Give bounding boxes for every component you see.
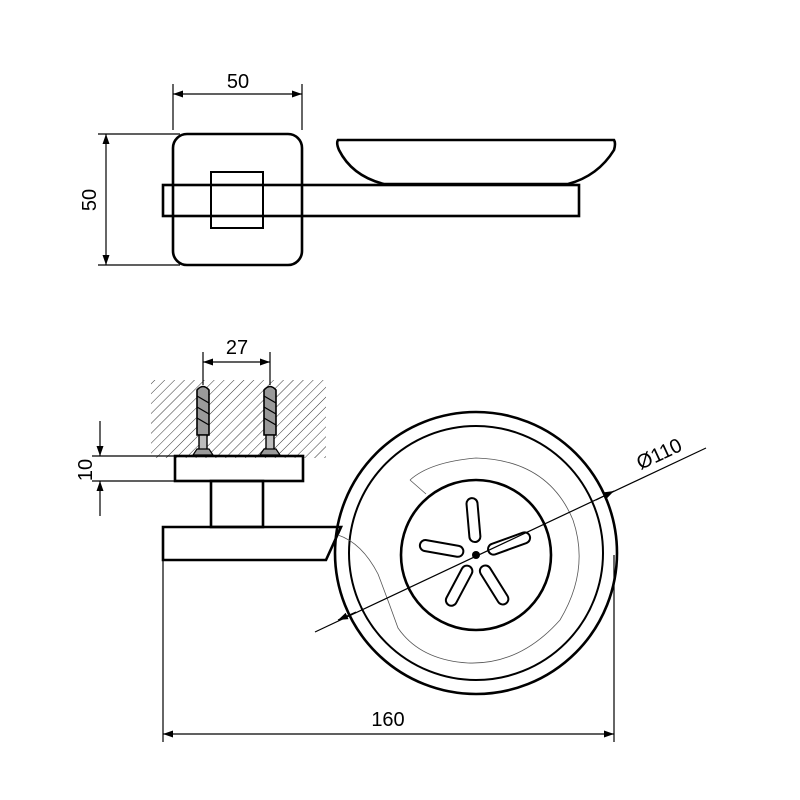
top-width-dimension: 50 bbox=[172, 71, 303, 130]
mount-clip-top bbox=[210, 171, 264, 229]
arm-bar-top bbox=[161, 183, 581, 218]
overall-length-label: 160 bbox=[371, 709, 404, 731]
soap-dish-profile bbox=[335, 138, 617, 186]
drain-plate bbox=[399, 478, 553, 632]
plate-thickness-label: 10 bbox=[75, 459, 97, 481]
drain-slot bbox=[487, 531, 532, 556]
dish-inner-ring bbox=[348, 425, 604, 681]
plate-thickness-dimension: 10 bbox=[75, 421, 178, 516]
wall-anchor-right bbox=[258, 385, 282, 456]
front-view: 27 10 bbox=[75, 337, 707, 742]
dish-outer-ring bbox=[333, 410, 619, 696]
top-view: 50 50 bbox=[79, 71, 617, 267]
wall-section bbox=[151, 380, 326, 458]
drain-slot bbox=[465, 497, 482, 544]
wall-plate-front bbox=[173, 454, 305, 483]
anchor-spacing-dimension: 27 bbox=[202, 337, 271, 385]
wall-anchor-left bbox=[191, 385, 215, 456]
drain-slot bbox=[444, 564, 474, 607]
top-height-dimension: 50 bbox=[79, 133, 180, 266]
hidden-holder-ring bbox=[337, 457, 580, 664]
overall-length-dimension: 160 bbox=[162, 555, 615, 742]
drain-slot bbox=[418, 539, 465, 558]
anchor-spacing-label: 27 bbox=[226, 337, 248, 359]
wall-plate-top bbox=[171, 132, 304, 267]
arm-bar-front bbox=[161, 525, 344, 562]
top-width-label: 50 bbox=[227, 71, 249, 93]
mount-post-front bbox=[209, 479, 265, 529]
dish-diameter-dimension: Ø110 bbox=[314, 435, 707, 633]
top-height-label: 50 bbox=[79, 189, 101, 211]
drain-slot bbox=[478, 564, 510, 606]
dish-diameter-label: Ø110 bbox=[633, 435, 685, 475]
